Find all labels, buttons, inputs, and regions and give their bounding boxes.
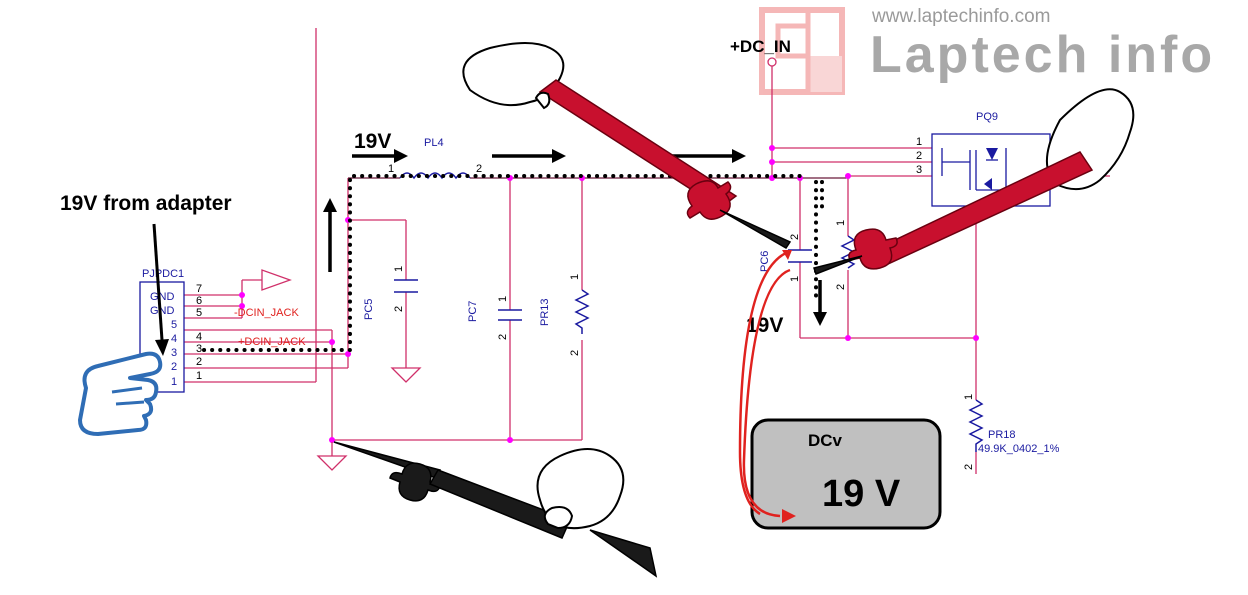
arrow-right-icon [672, 149, 746, 163]
inductor-pl4: PL4 1 2 [388, 137, 482, 180]
connector-pin-l3: 3 [171, 347, 177, 359]
connector-gnd1: GND [150, 291, 175, 303]
connector-pin-r5: 5 [196, 307, 202, 319]
connector-pin-l5: 5 [171, 319, 177, 331]
pl4-pin1: 1 [388, 163, 394, 175]
net-dcin-neg: -DCIN_JACK [234, 307, 299, 319]
label-from-adapter: 19V from adapter [60, 192, 232, 215]
pr-side-pin2: 2 [835, 284, 847, 290]
label-19v-input: 19V [354, 130, 391, 153]
meter-lead-bottom [742, 268, 791, 518]
pl4-pin2: 2 [476, 163, 482, 175]
pr13-pin1: 1 [569, 274, 581, 280]
pr13-pin2: 2 [569, 350, 581, 356]
arrow-right-icon [352, 149, 408, 163]
net-dc-in: +DC_IN [730, 37, 791, 56]
label-19v-pc6: 19V [746, 314, 783, 337]
resistor-pr18: 1 2 PR18 49.9K_0402_1% [963, 394, 1060, 470]
pc7-pin2: 2 [497, 334, 509, 340]
meter-mode: DCv [808, 431, 843, 450]
pc5-ref: PC5 [363, 299, 375, 320]
meter-lead-top [738, 250, 789, 516]
pq9-pin1: 1 [916, 136, 922, 148]
red-probe-left [462, 42, 792, 250]
watermark-url: www.laptechinfo.com [871, 6, 1050, 27]
pr18-value: 49.9K_0402_1% [978, 443, 1060, 455]
arrow-right-icon [492, 149, 566, 163]
ground-symbol-icon [390, 367, 422, 383]
capacitor-pc5: 1 2 PC5 [363, 266, 418, 320]
pl4-ref: PL4 [424, 137, 444, 149]
meter-reading: 19 V [822, 473, 901, 515]
connector-pin-r6: 6 [196, 295, 202, 307]
arrow-right-icon [782, 509, 796, 523]
capacitor-pc7: 1 2 PC7 [467, 296, 522, 340]
connector-pin-l2: 2 [171, 361, 177, 373]
arrow-up-icon [323, 198, 337, 272]
pc6-ref: PC6 [759, 251, 771, 272]
pq9-ref: PQ9 [976, 111, 998, 123]
multimeter-display: DCv 19 V [750, 418, 942, 530]
pc7-pin1: 1 [497, 296, 509, 302]
pr13-ref: PR13 [539, 298, 551, 326]
arrow-down-icon [152, 223, 169, 356]
resistor-pr13: 1 2 PR13 [539, 274, 590, 356]
pc7-ref: PC7 [467, 301, 479, 322]
connector-ref: PJPDC1 [142, 268, 184, 280]
pq9-pin2: 2 [916, 150, 922, 162]
pc6-pin2: 2 [789, 234, 801, 240]
watermark-logo-icon [759, 7, 845, 95]
arrow-up-icon [782, 250, 792, 260]
dcin-terminal [767, 57, 777, 67]
pq9-pin3: 3 [916, 164, 922, 176]
pc5-pin2: 2 [393, 306, 405, 312]
net-dcin-pos: +DCIN_JACK [238, 336, 306, 348]
pr18-pin1: 1 [963, 394, 975, 400]
hand-pointer-icon [78, 351, 163, 436]
connector-pin-l4: 4 [171, 333, 177, 345]
connector-pin-r1: 1 [196, 370, 202, 382]
connector-pin-l1: 1 [171, 376, 177, 388]
pc6-pin1: 1 [789, 276, 801, 282]
connector-pin-r4: 4 [196, 331, 202, 343]
ground-symbol-icon [316, 455, 348, 471]
pr18-ref: PR18 [988, 429, 1016, 441]
watermark-brand: Laptech info [870, 26, 1215, 84]
ground-symbol-icon [261, 269, 292, 291]
connector-gnd2: GND [150, 305, 175, 317]
current-path-input [202, 174, 802, 352]
arrow-down-icon [813, 280, 827, 326]
pr18-pin2: 2 [963, 464, 975, 470]
connector-pin-r7: 7 [196, 283, 202, 295]
red-probe-right [813, 88, 1135, 275]
black-probe [333, 441, 658, 578]
connector-pin-r2: 2 [196, 356, 202, 368]
connector-pin-r3: 3 [196, 343, 202, 355]
pc5-pin1: 1 [393, 266, 405, 272]
pr-side-pin1: 1 [835, 220, 847, 226]
